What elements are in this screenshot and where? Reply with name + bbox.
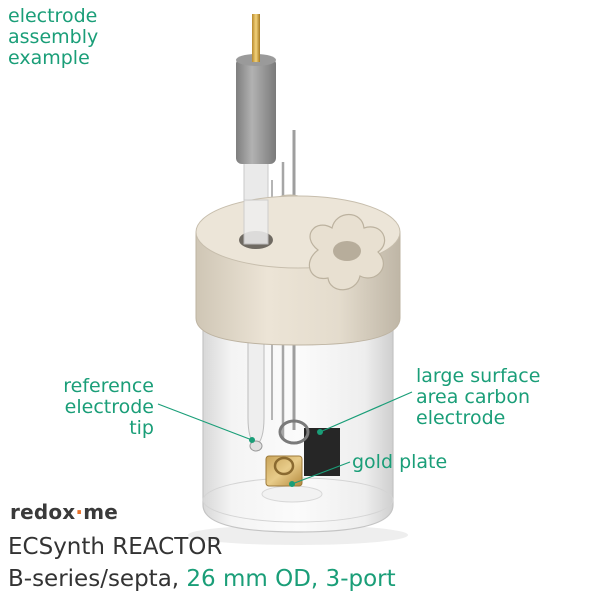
label-line: electrode — [8, 5, 98, 27]
product-title: ECSynth REACTOR — [8, 534, 223, 560]
callout-line-carbon — [319, 391, 413, 433]
product-subtitle: B-series/septa, 26 mm OD, 3-port — [8, 566, 396, 592]
callout-dot-reference — [249, 437, 255, 443]
electrode-holder — [236, 58, 276, 164]
brand-prefix: redox — [10, 500, 76, 524]
carbon-wire-loop — [278, 419, 310, 445]
brand-dot: · — [75, 500, 84, 524]
floor-shadow — [188, 525, 408, 545]
label-line: reference — [63, 375, 154, 397]
gold-plate-electrode — [265, 455, 303, 487]
subtitle-accent: 26 mm OD, 3-port — [186, 566, 396, 592]
label-line: example — [8, 47, 90, 69]
label-electrode-assembly: electrode assembly example — [8, 6, 98, 69]
reference-electrode-body — [247, 329, 265, 447]
reference-electrode-tip-shape — [249, 440, 263, 452]
stir-bar — [261, 485, 323, 503]
label-line: assembly — [8, 26, 99, 48]
brand-logo: redox·me — [10, 500, 118, 524]
label-line: large surface — [416, 365, 541, 387]
knob-center — [333, 241, 361, 261]
label-line: electrode — [416, 407, 506, 429]
callout-dot-carbon — [317, 429, 323, 435]
subtitle-prefix: B-series/septa, — [8, 566, 187, 592]
label-carbon-electrode: large surface area carbon electrode — [416, 366, 540, 429]
gold-plate-loop — [273, 456, 295, 476]
callout-line-gold — [291, 461, 351, 485]
label-line: electrode — [64, 396, 154, 418]
callout-dot-gold — [289, 481, 295, 487]
tube-through-cap — [243, 199, 269, 245]
label-line: area carbon — [416, 386, 531, 408]
label-gold-plate: gold plate — [352, 451, 448, 473]
carbon-electrode — [304, 428, 340, 476]
callout-line-reference — [157, 403, 253, 441]
brand-suffix: me — [83, 500, 119, 524]
label-reference-electrode-tip: reference electrode tip — [38, 376, 154, 439]
label-line: tip — [129, 417, 154, 439]
gold-pin — [252, 14, 260, 62]
